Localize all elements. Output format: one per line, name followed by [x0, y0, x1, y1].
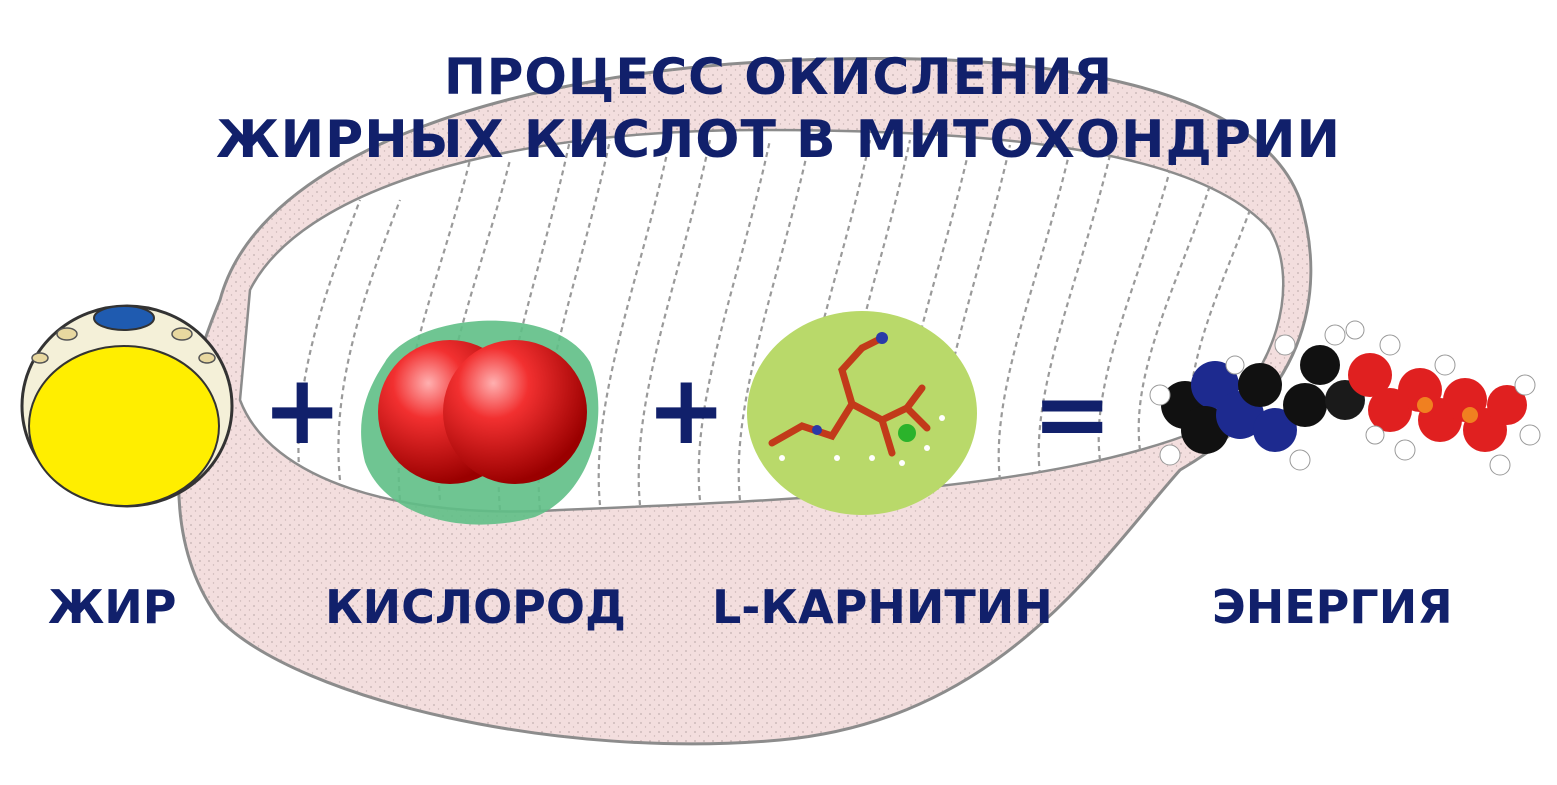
- title-line-1: ПРОЦЕСС ОКИСЛЕНИЯ: [443, 48, 1114, 106]
- equals-operator: =: [1032, 358, 1113, 470]
- plus-operator-1: +: [262, 354, 343, 466]
- oxygen-molecule-icon: [361, 320, 599, 525]
- atp-molecule-icon: [1149, 320, 1541, 476]
- title-line-2: ЖИРНЫХ КИСЛОТ В МИТОХОНДРИИ: [216, 110, 1341, 170]
- label-oxygen: КИСЛОРОД: [325, 580, 626, 634]
- plus-operator-2: +: [646, 354, 727, 466]
- carnitine-molecule-icon: [747, 311, 977, 515]
- label-fat: ЖИР: [48, 580, 177, 634]
- fat-cell-icon: [20, 304, 234, 508]
- label-energy: ЭНЕРГИЯ: [1212, 580, 1453, 634]
- label-carnitine: L-КАРНИТИН: [712, 580, 1053, 634]
